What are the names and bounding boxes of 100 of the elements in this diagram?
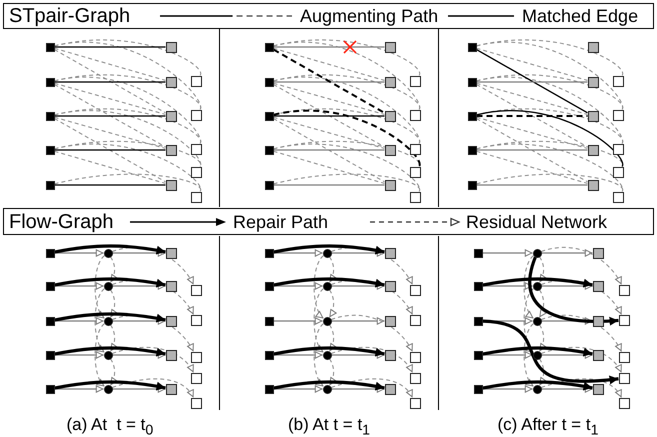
vertex-square — [46, 248, 54, 258]
vertex-square — [46, 384, 54, 394]
vertex-square — [166, 316, 176, 326]
vertex-dot — [322, 282, 332, 290]
vertex-square — [612, 166, 624, 178]
dashed-edge — [54, 48, 166, 81]
thick-arrow — [482, 277, 593, 288]
vertex-square — [166, 280, 176, 292]
vertex-square — [190, 166, 202, 178]
dashed-arrow — [540, 346, 622, 373]
dashed-edge — [54, 82, 166, 115]
vertex-dot — [104, 248, 112, 258]
vertex-square — [592, 316, 604, 326]
dashed-arrow — [539, 256, 546, 283]
vertex-square — [474, 350, 482, 360]
vertex-square — [190, 284, 202, 296]
vertex-square — [166, 350, 176, 360]
dashed-arrow — [540, 378, 622, 398]
dashed-arrow — [540, 314, 622, 352]
vertex-square — [384, 76, 396, 88]
vertex-square — [588, 110, 598, 122]
arrow — [542, 249, 592, 257]
dashed-edge — [54, 49, 166, 114]
vertex-square — [166, 248, 176, 258]
vertex-square — [588, 42, 598, 52]
thick-arrow — [54, 312, 166, 323]
edge-line — [54, 149, 166, 151]
vertex-square — [190, 76, 202, 86]
dashed-edge — [476, 174, 623, 192]
vertex-square — [46, 282, 54, 290]
dashed-edge — [273, 48, 385, 114]
thick-arrow — [273, 346, 385, 357]
dashed-edge — [273, 48, 385, 81]
arrow — [482, 249, 532, 257]
dashed-edge — [54, 116, 166, 149]
vertex-dot — [322, 384, 332, 394]
vertex-square — [410, 398, 420, 408]
dashed-arrow — [539, 324, 546, 352]
vertex-square — [264, 384, 274, 394]
vertex-square — [468, 146, 476, 154]
thick-arrow — [273, 244, 385, 255]
vertex-dot — [104, 316, 112, 326]
vertex-square — [474, 316, 482, 326]
dashed-arrow — [314, 323, 324, 387]
vertex-square — [46, 112, 54, 120]
vertex-square — [384, 42, 396, 52]
vertex-square — [410, 110, 420, 120]
vertex-square — [384, 316, 396, 326]
dashed-arrow — [524, 255, 534, 319]
vertex-square — [190, 144, 202, 154]
arrow — [54, 385, 104, 393]
vertex-square — [410, 76, 420, 86]
dashed-edge — [273, 118, 385, 182]
dashed-arrow — [524, 288, 534, 353]
vertex-square — [384, 180, 396, 190]
dashed-arrow — [330, 346, 413, 373]
thick-arrow — [54, 346, 166, 357]
vertex-square — [612, 144, 624, 154]
vertex-square — [588, 76, 598, 88]
vertex-square — [474, 282, 482, 290]
dashed-edge — [273, 110, 420, 167]
vertex-square — [166, 180, 176, 190]
dashed-arrow — [329, 256, 336, 283]
thick-arrow — [54, 380, 166, 391]
arrow — [274, 249, 322, 257]
dashed-arrow — [314, 288, 324, 353]
thick-arrow — [54, 244, 166, 255]
dashed-arrow — [329, 324, 336, 352]
dashed-arrow — [94, 323, 105, 387]
dashed-arrow — [329, 289, 336, 318]
dashed-edge — [54, 174, 201, 192]
edge-line — [274, 184, 384, 186]
arrow — [54, 249, 104, 257]
edge-line — [274, 115, 384, 117]
vertex-square — [468, 78, 476, 86]
vertex-square — [588, 144, 598, 156]
vertex-square — [384, 248, 396, 258]
vertex-square — [264, 180, 274, 190]
vertex-square — [468, 42, 476, 52]
vertex-dot — [104, 384, 112, 394]
vertex-square — [618, 314, 630, 326]
thick-arrow — [273, 380, 385, 391]
dashed-arrow — [539, 358, 546, 386]
dashed-edge — [476, 48, 588, 81]
vertex-square — [46, 146, 54, 154]
vertex-square — [410, 192, 420, 202]
dashed-edge — [273, 174, 420, 192]
vertex-square — [264, 282, 274, 290]
dashed-edge — [273, 84, 385, 148]
arrow — [274, 351, 322, 359]
vertex-square — [190, 372, 202, 384]
vertex-square — [264, 42, 274, 52]
vertex-square — [618, 372, 630, 384]
dashed-arrow — [94, 255, 105, 319]
vertex-square — [384, 110, 396, 122]
edge-line — [476, 149, 588, 151]
vertex-square — [46, 180, 54, 190]
edge-line — [476, 49, 588, 114]
dashed-arrow — [314, 255, 324, 319]
arrow — [54, 282, 104, 290]
